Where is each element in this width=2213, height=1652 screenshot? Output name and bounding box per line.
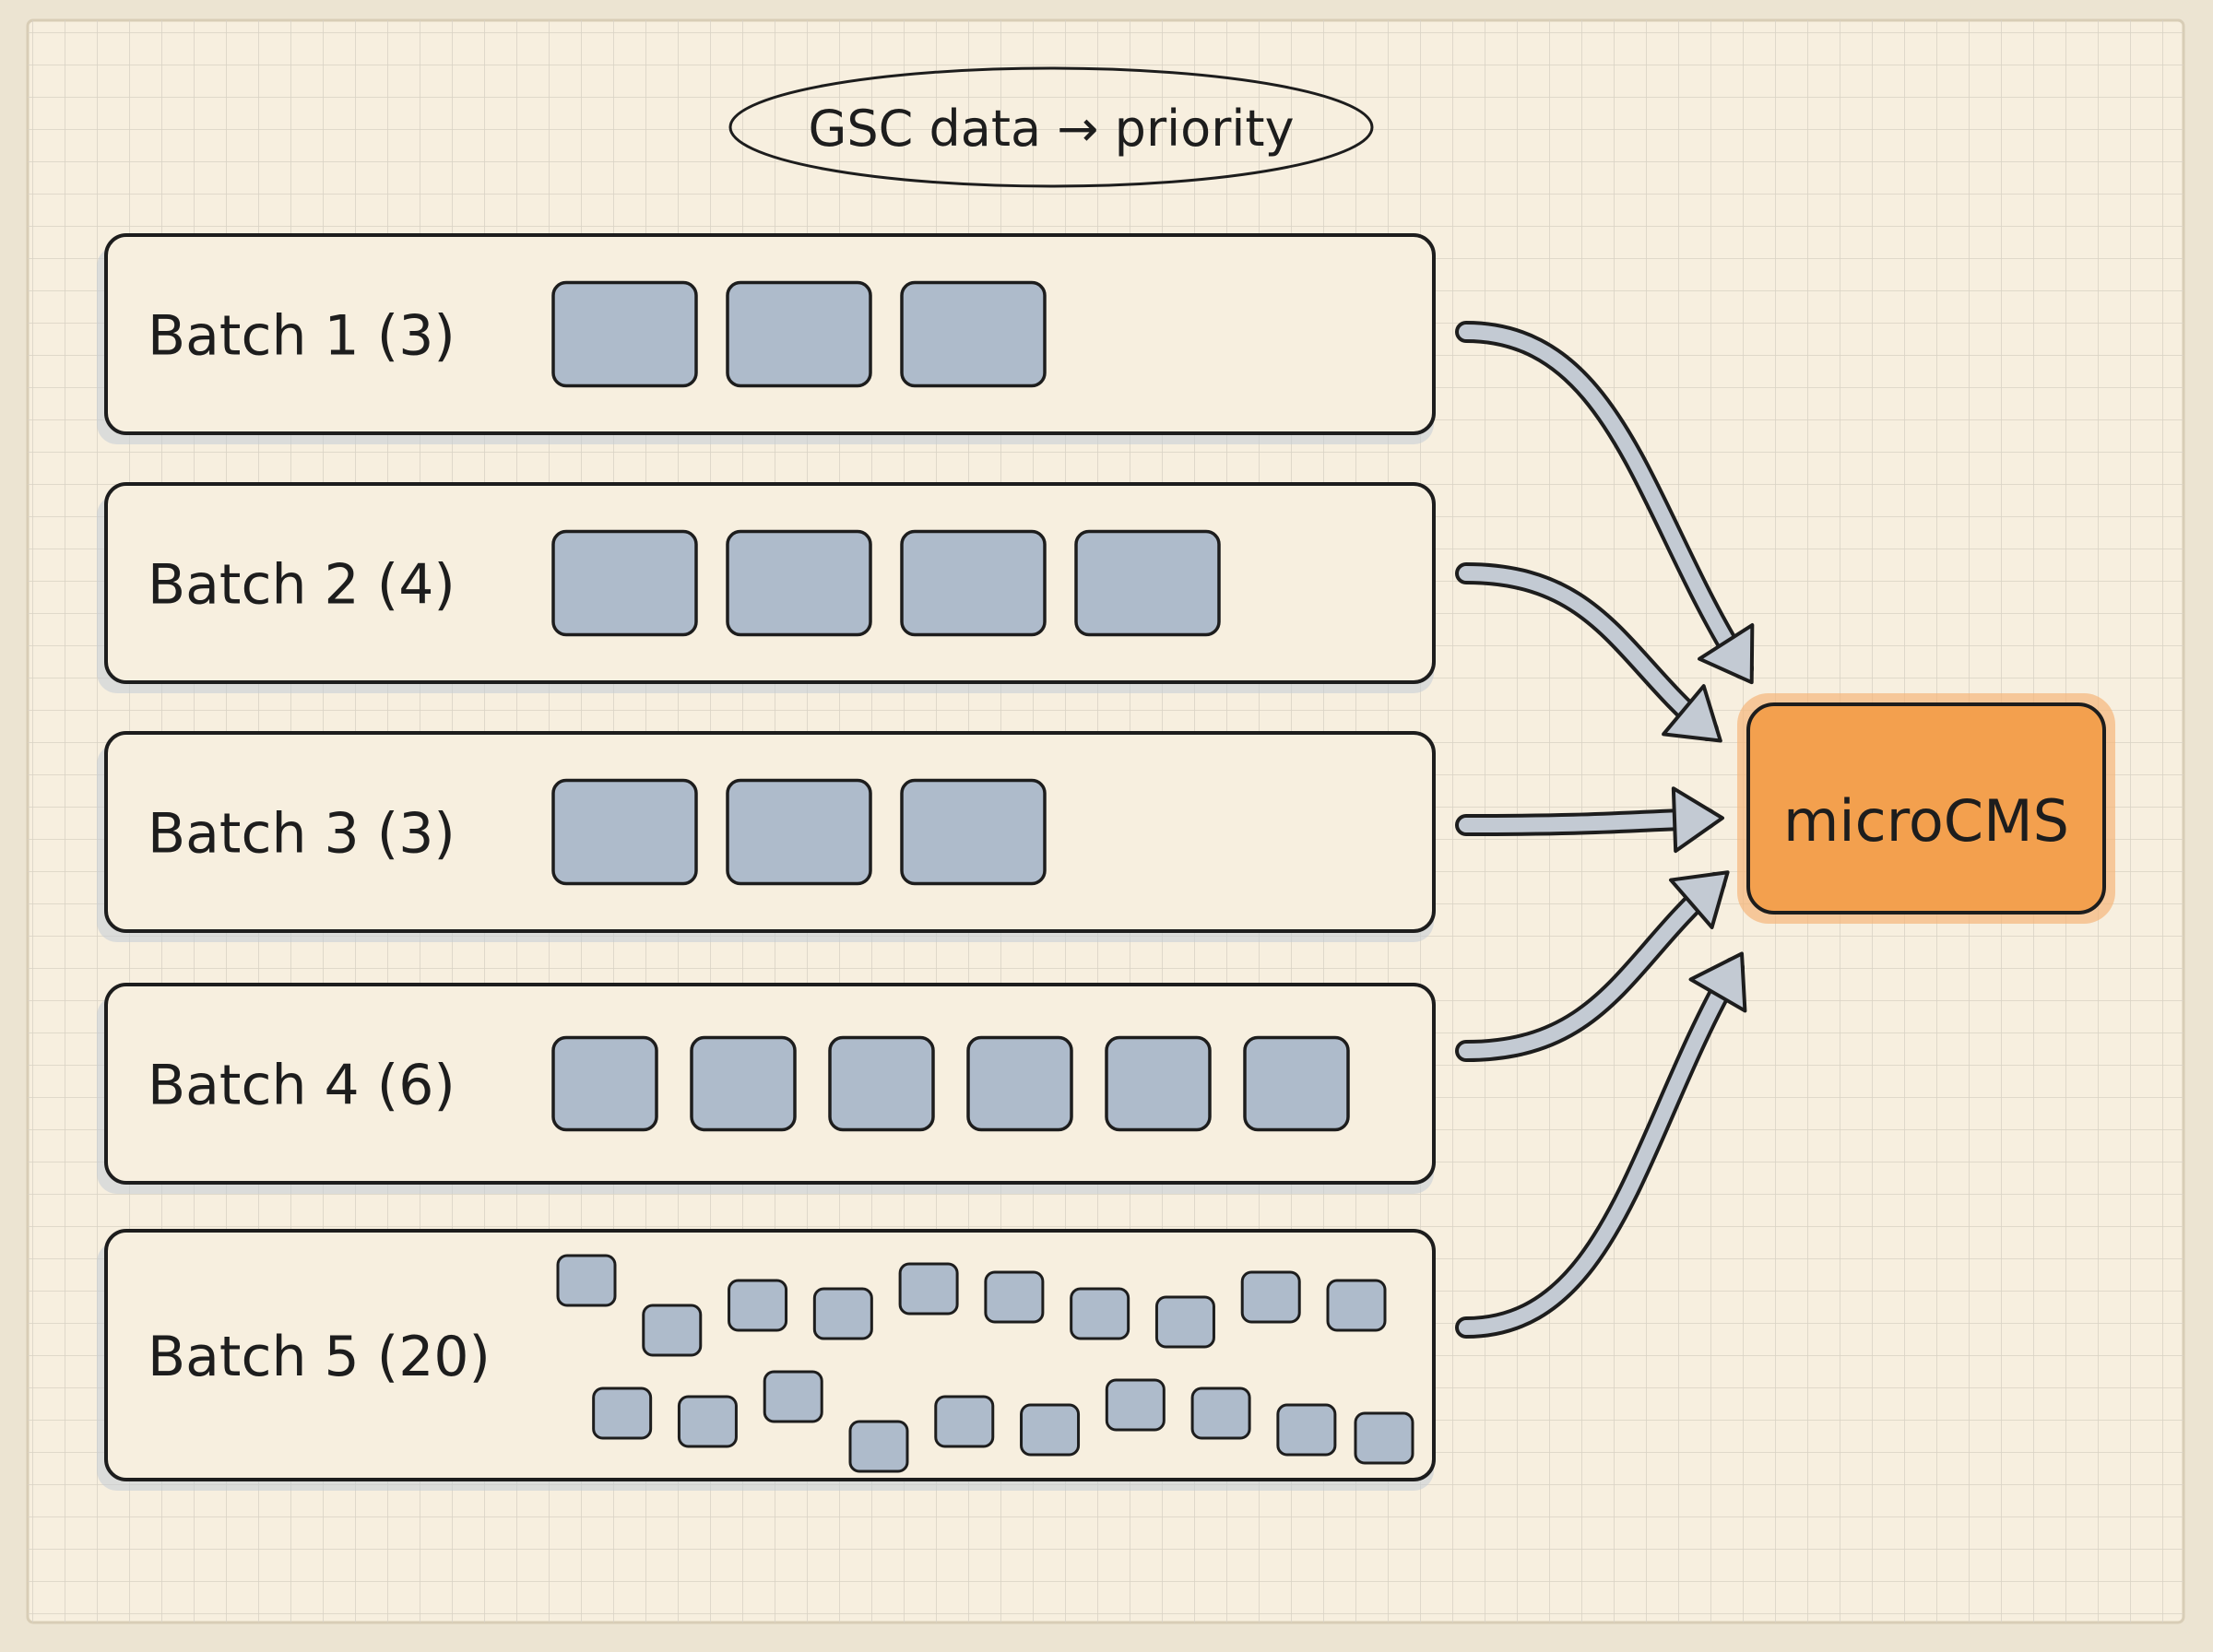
batch-row-3: Batch 3 (3) [97, 731, 1436, 942]
flow-arrows [1455, 321, 1755, 1339]
batch-label: Batch 5 (20) [148, 1325, 491, 1389]
batch-item [1240, 1270, 1301, 1324]
batch-item [726, 280, 872, 388]
microcms-box: microCMS [1737, 693, 2115, 924]
batch-items [551, 1035, 1350, 1132]
batch-item [812, 1287, 873, 1340]
batch-item [1020, 1403, 1081, 1457]
batch-item [966, 1035, 1073, 1132]
flow-arrow-5 [1455, 951, 1747, 1339]
flow-arrow-4 [1455, 870, 1730, 1062]
batch-item [677, 1395, 738, 1448]
header-ellipse [728, 66, 1374, 188]
batch-item [1243, 1035, 1350, 1132]
batch-row-1: Batch 1 (3) [97, 233, 1436, 444]
batch-item [1326, 1279, 1387, 1332]
batch-item [984, 1270, 1045, 1324]
header-label: GSC data → priority [728, 66, 1374, 188]
batch-label: Batch 2 (4) [148, 553, 456, 618]
batch-item [1074, 529, 1221, 637]
flow-arrow-head [1669, 870, 1730, 929]
flow-arrow-fill [1459, 566, 1715, 738]
flow-arrow-2 [1455, 562, 1722, 743]
batch-item [848, 1420, 909, 1473]
flow-arrow-fill [1459, 876, 1722, 1058]
flow-arrow-1 [1455, 321, 1755, 685]
batch-rows: Batch 1 (3) Batch 2 (4) Batch 3 (3) Batch 4… [97, 233, 1436, 1491]
batch-item [1105, 1378, 1166, 1432]
flow-arrow-fill [1459, 811, 1713, 832]
batch-items [551, 778, 1047, 886]
batch-item [1190, 1386, 1251, 1440]
batch-item [1154, 1295, 1215, 1349]
batch-label: Batch 4 (6) [148, 1054, 456, 1118]
flow-arrow-head [1671, 786, 1724, 854]
batch-item [690, 1035, 797, 1132]
batch-row-4: Batch 4 (6) [97, 983, 1436, 1194]
batch-item [551, 1035, 658, 1132]
batch-item [551, 280, 698, 388]
flow-arrow-head [1662, 684, 1722, 743]
batch-item [592, 1386, 653, 1440]
microcms-box-body [1746, 702, 2106, 914]
batch-item [900, 778, 1047, 886]
batch-item [934, 1395, 995, 1448]
batch-row-2: Batch 2 (4) [97, 482, 1436, 693]
flow-arrow-3 [1455, 786, 1724, 854]
batch-row-5: Batch 5 (20) [97, 1229, 1436, 1491]
batch-item [900, 280, 1047, 388]
header-text: GSC data → priority [808, 100, 1294, 158]
batch-item [551, 529, 698, 637]
batch-items [551, 280, 1047, 388]
batch-item [728, 1279, 788, 1332]
batch-item [898, 1262, 959, 1316]
batch-item [556, 1254, 617, 1307]
batch-item [763, 1370, 823, 1423]
batch-label: Batch 1 (3) [148, 304, 456, 369]
batch-item [726, 529, 872, 637]
batch-item [1105, 1035, 1212, 1132]
batch-item [900, 529, 1047, 637]
batch-items [556, 1254, 1414, 1473]
microcms-label: microCMS [1783, 787, 2069, 855]
flow-arrow-fill [1459, 324, 1750, 676]
batch-item [642, 1304, 703, 1357]
flow-arrow-fill [1459, 961, 1741, 1335]
batch-item [726, 778, 872, 886]
batch-item [1354, 1411, 1414, 1465]
batch-item [551, 778, 698, 886]
batch-label: Batch 3 (3) [148, 802, 456, 867]
batch-item [1276, 1403, 1337, 1457]
batch-items [551, 529, 1221, 637]
batch-item [828, 1035, 935, 1132]
batch-item [1070, 1287, 1130, 1340]
flow-arrow-head [1698, 623, 1755, 685]
flow-arrow-head [1688, 951, 1747, 1013]
